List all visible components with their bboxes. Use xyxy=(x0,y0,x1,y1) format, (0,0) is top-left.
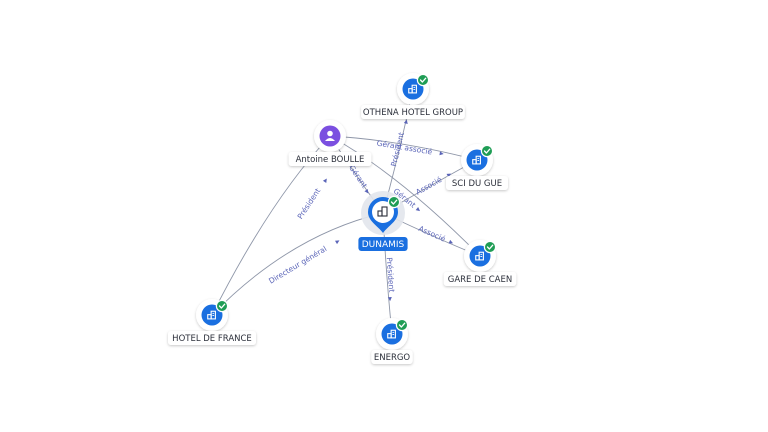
building-icon xyxy=(207,310,216,320)
check-badge-icon xyxy=(480,144,494,158)
node-label-text: HOTEL DE FRANCE xyxy=(172,334,252,344)
check-badge-icon xyxy=(215,299,229,313)
node-energo[interactable]: ENERGO xyxy=(371,318,413,364)
edge-arrow-icon xyxy=(448,239,454,244)
edge-line xyxy=(211,212,384,316)
node-label-text: ENERGO xyxy=(374,353,411,363)
node-label: SCI DU GUE xyxy=(446,176,508,190)
building-icon xyxy=(472,155,481,165)
node-label: GARE DE CAEN xyxy=(443,272,517,286)
node-antoine-boulle[interactable]: Antoine BOULLE xyxy=(288,120,372,166)
node-label-text: GARE DE CAEN xyxy=(448,275,512,285)
node-hotel-de-france[interactable]: HOTEL DE FRANCE xyxy=(168,299,256,345)
node-label: ENERGO xyxy=(371,350,413,364)
node-othena-hotel-group[interactable]: OTHENA HOTEL GROUP xyxy=(361,73,465,119)
edge-label: Associé xyxy=(414,175,443,197)
node-label: Antoine BOULLE xyxy=(288,152,372,166)
edge-arrow-icon xyxy=(446,173,451,178)
node-label-text: OTHENA HOTEL GROUP xyxy=(363,108,463,118)
node-sci-du-gue[interactable]: SCI DU GUE xyxy=(446,144,508,190)
edge-arrow-icon xyxy=(403,119,408,124)
edge-arrow-icon xyxy=(415,207,421,212)
check-badge-icon xyxy=(483,240,497,254)
edge-arrow-icon xyxy=(334,240,340,245)
node-gare-de-caen[interactable]: GARE DE CAEN xyxy=(443,240,517,286)
edge-label: Gérant associé xyxy=(376,139,433,157)
edge-label: Président xyxy=(296,186,323,220)
node-label-text: SCI DU GUE xyxy=(452,179,502,189)
edge-arrow-icon xyxy=(387,296,392,302)
edge-label: Président xyxy=(385,257,397,293)
building-icon xyxy=(387,329,396,339)
check-badge-icon xyxy=(416,73,430,87)
node-label: HOTEL DE FRANCE xyxy=(168,331,256,345)
nodes-layer: DUNAMIS OTHENA HOTEL GROUP Antoine BOULLE S… xyxy=(168,73,517,364)
node-label: DUNAMIS xyxy=(358,237,408,251)
node-dunamis[interactable]: DUNAMIS xyxy=(358,191,408,251)
edge-arrow-icon xyxy=(439,151,444,156)
edge-label: Directeur général xyxy=(267,244,328,285)
edge-dunamis-hotelfrance: Directeur général xyxy=(211,212,384,316)
node-label-text: Antoine BOULLE xyxy=(296,155,365,165)
node-label-text: DUNAMIS xyxy=(362,240,405,250)
user-icon xyxy=(325,130,335,141)
node-label: OTHENA HOTEL GROUP xyxy=(361,105,465,119)
building-icon xyxy=(475,251,484,261)
edge-label: Associé xyxy=(417,224,447,244)
check-badge-icon xyxy=(387,195,401,209)
building-icon xyxy=(408,84,417,94)
building-icon xyxy=(377,206,388,217)
edge-arrow-icon xyxy=(364,189,369,194)
edge-label: Gérant xyxy=(347,163,369,189)
edge-line xyxy=(329,135,481,257)
edge-line xyxy=(329,135,478,161)
edge-arrow-icon xyxy=(322,178,327,183)
check-badge-icon xyxy=(395,318,409,332)
